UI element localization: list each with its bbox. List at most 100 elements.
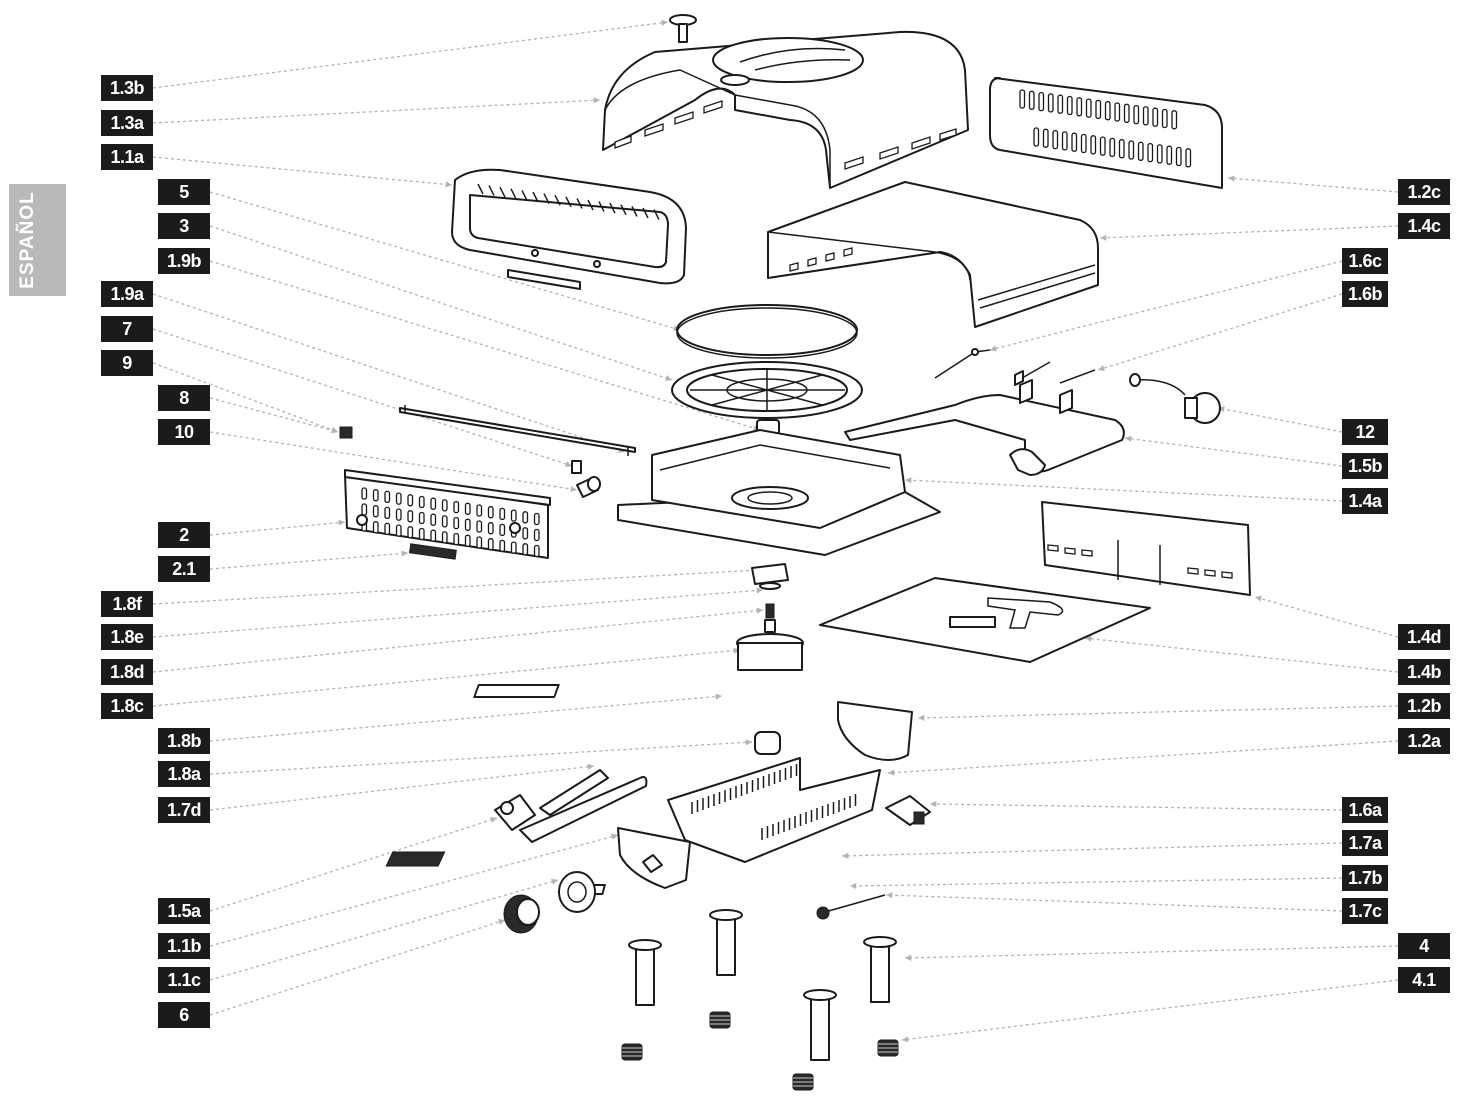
leader-line <box>929 803 1343 811</box>
leader-line <box>209 521 346 536</box>
callout-1-3a: 1.3a <box>101 110 153 136</box>
vent-slot <box>1085 98 1092 118</box>
leader-line <box>152 21 669 89</box>
panel-slot <box>464 518 471 531</box>
leader-arrowhead <box>1085 635 1092 642</box>
panel-slot <box>384 506 391 520</box>
callout-1-7a: 1.7a <box>1342 830 1388 856</box>
door-slot <box>499 186 506 198</box>
vent-slot <box>1038 91 1045 112</box>
callout-1-6c: 1.6c <box>1342 248 1388 274</box>
vent-slot <box>1147 142 1154 163</box>
panel-slot <box>372 521 379 534</box>
callout-1-3b: 1.3b <box>101 75 153 101</box>
leader-arrowhead <box>990 345 997 352</box>
door-slot <box>620 204 627 216</box>
panel-slot <box>395 524 402 537</box>
callout-2-1: 2.1 <box>158 556 210 582</box>
heat-shield-part <box>385 851 446 867</box>
panel-slot <box>384 490 391 504</box>
knob-bezel-part <box>558 871 596 913</box>
callout-1-2c: 1.2c <box>1398 179 1450 205</box>
callout-1-8a: 1.8a <box>158 761 210 787</box>
vent-slot <box>1071 132 1078 152</box>
electrode-part <box>934 348 1096 386</box>
leader-line <box>209 552 409 570</box>
rotating-grate-part <box>671 361 863 419</box>
vent-slot <box>1161 108 1168 129</box>
leg-tube <box>870 941 890 1003</box>
vent-slot <box>1114 102 1121 122</box>
door-slot <box>598 201 605 212</box>
inner-shell-part <box>767 181 1099 328</box>
vent-slot <box>1133 104 1140 125</box>
panel-slot <box>418 495 425 509</box>
callout-3: 3 <box>158 213 210 239</box>
leader-line <box>152 293 626 453</box>
panel-slot <box>441 531 448 544</box>
panel-slot <box>361 487 368 500</box>
panel-slot <box>476 520 483 533</box>
leader-line <box>1097 293 1343 371</box>
leader-line <box>841 842 1343 857</box>
vent-slot <box>1066 95 1073 116</box>
vent-slot <box>1175 146 1182 167</box>
leader-line <box>1227 177 1399 193</box>
callout-1-8b: 1.8b <box>158 728 210 754</box>
leg-flange <box>803 989 837 1001</box>
panel-slot <box>372 489 379 502</box>
leader-arrowhead <box>888 769 895 776</box>
leader-arrowhead <box>850 882 857 889</box>
panel-slot <box>476 536 483 549</box>
base-tray-part <box>617 429 941 556</box>
panel-slot <box>407 526 414 539</box>
small-nut-part <box>571 460 582 474</box>
leader-line <box>1099 225 1399 239</box>
leader-arrowhead <box>1125 435 1132 442</box>
callout-1-7b: 1.7b <box>1342 865 1388 891</box>
panel-slot <box>476 504 483 517</box>
valve-part <box>885 795 931 826</box>
vent-slot <box>1166 145 1173 165</box>
leader-line <box>1217 407 1343 433</box>
leader-arrowhead <box>498 919 505 925</box>
callout-1-1a: 1.1a <box>101 144 153 170</box>
leader-line <box>209 397 339 433</box>
panel-slot <box>499 523 506 537</box>
leg-tube <box>716 914 736 976</box>
callout-12: 12 <box>1342 419 1388 445</box>
leader-arrowhead <box>715 693 722 700</box>
vent-slot <box>1137 141 1144 161</box>
panel-slot <box>487 538 494 551</box>
igniter-part <box>816 894 886 920</box>
leader-line <box>904 945 1399 959</box>
panel-slot <box>372 505 379 518</box>
bottom-plate-part <box>819 577 1151 663</box>
leader-line <box>152 362 339 433</box>
door-slot <box>510 188 517 200</box>
vent-slot <box>1019 89 1026 109</box>
leader-line <box>152 156 453 186</box>
upper-burner-part <box>844 379 1125 476</box>
top-lid-part <box>602 30 969 189</box>
leader-line <box>152 649 741 707</box>
vent-slot <box>1061 131 1068 151</box>
callout-8: 8 <box>158 385 210 411</box>
callout-6: 6 <box>158 1002 210 1028</box>
leader-arrowhead <box>565 461 572 467</box>
vent-slot <box>1028 90 1035 110</box>
vent-slot <box>1142 106 1149 126</box>
door-slot <box>587 199 594 211</box>
leader-arrowhead <box>733 647 740 654</box>
motor-stack-part <box>473 563 804 755</box>
callout-7: 7 <box>101 316 153 342</box>
door-slot <box>565 196 572 208</box>
leader-line <box>901 979 1399 1041</box>
door-slot <box>521 190 528 201</box>
leader-line <box>209 834 619 947</box>
callout-5: 5 <box>158 179 210 205</box>
vent-slot <box>1052 129 1059 150</box>
panel-slot <box>395 508 402 521</box>
legs-part <box>621 909 899 1091</box>
